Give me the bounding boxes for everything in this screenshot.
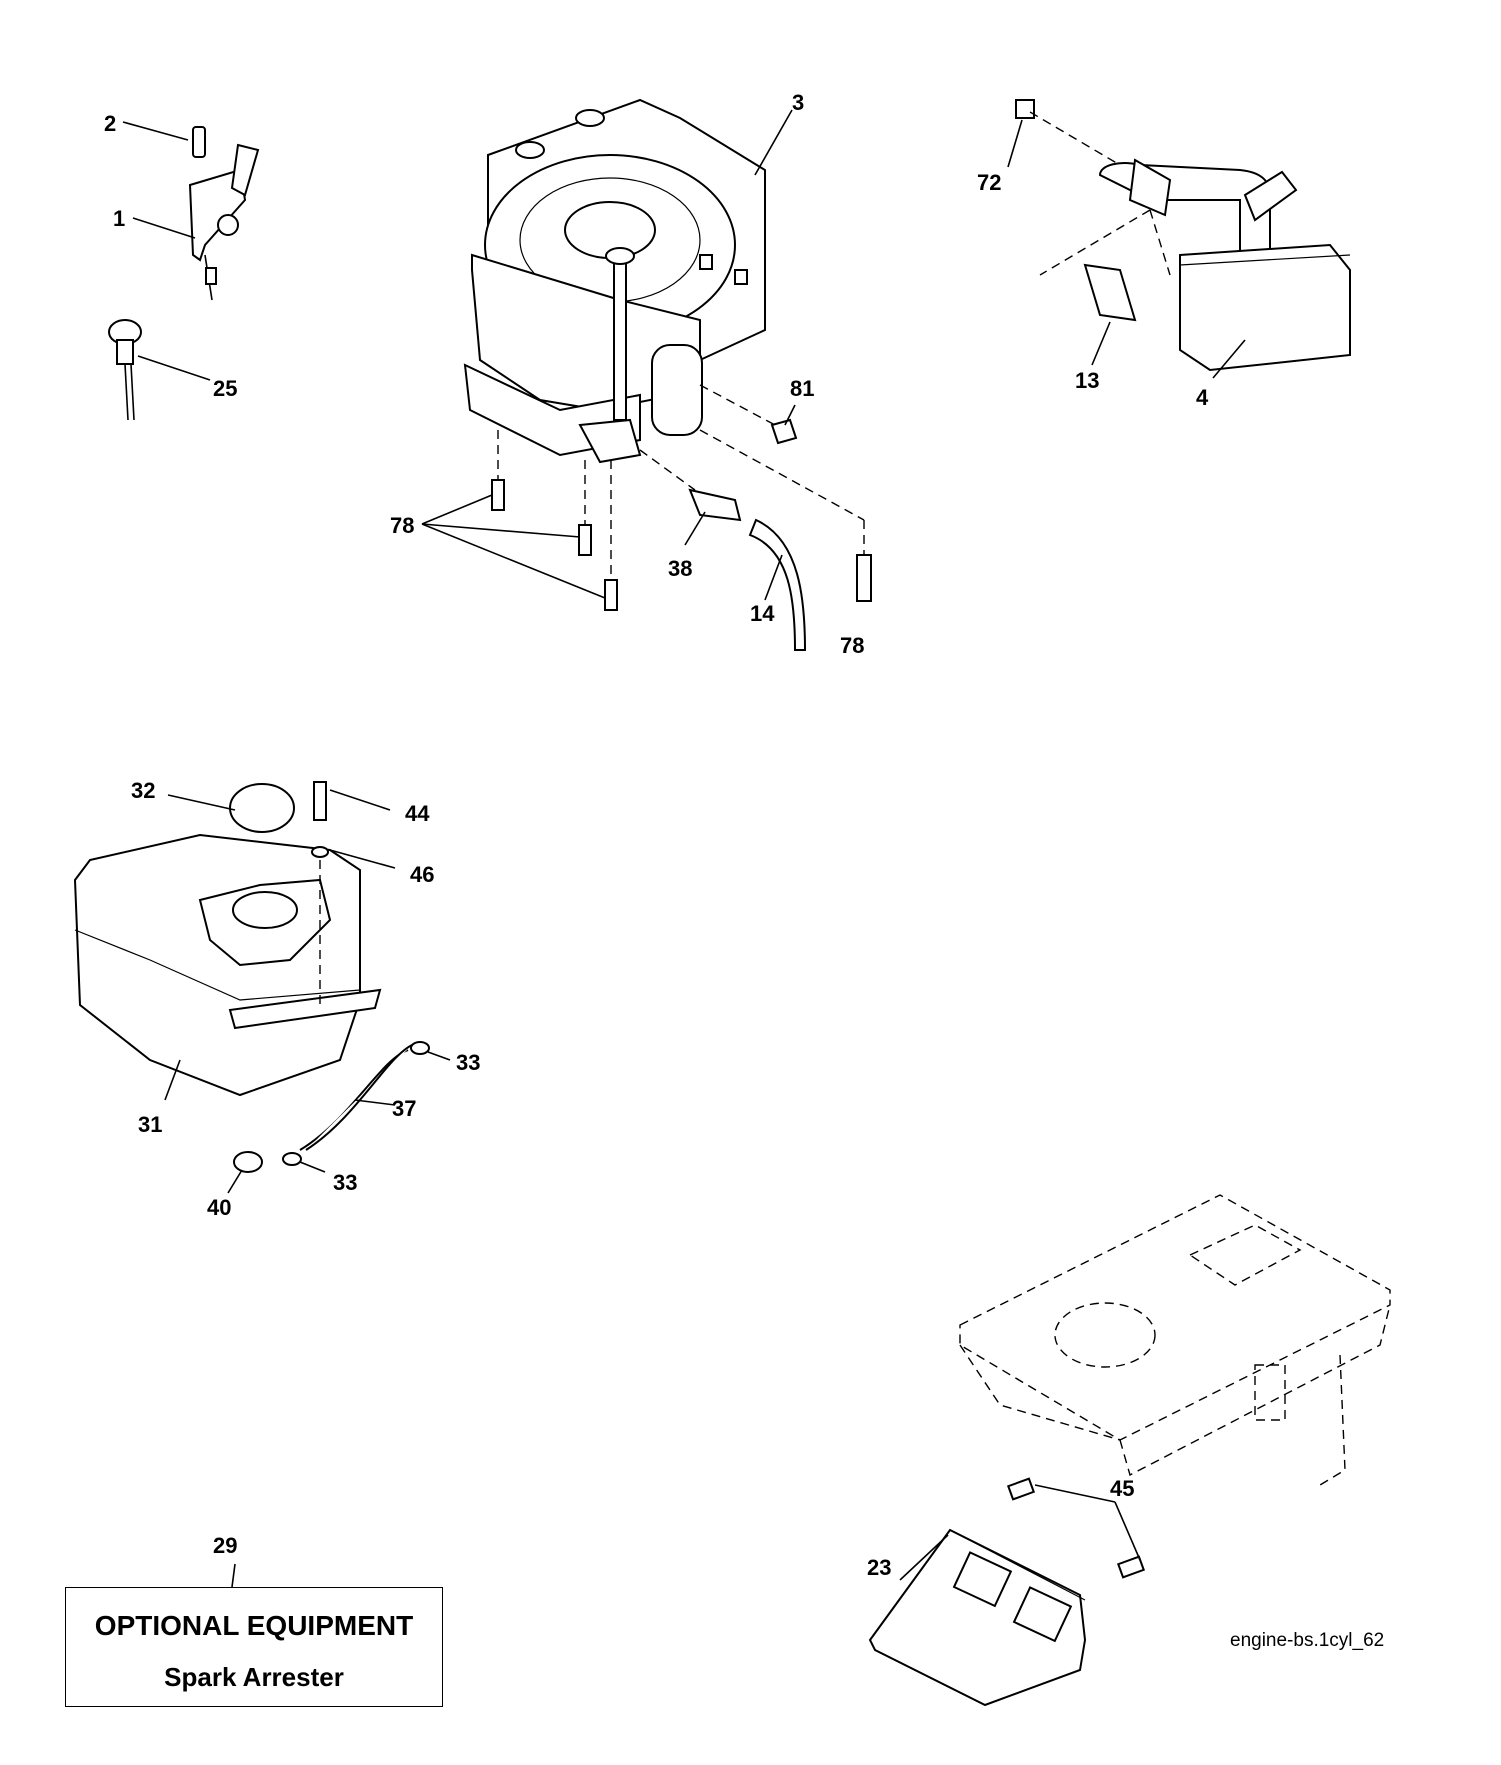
- callout-78a: 78: [390, 513, 415, 538]
- optional-equipment-subtitle: Spark Arrester: [164, 1662, 344, 1692]
- choke-knob-icon: [108, 319, 142, 421]
- engine-icon: [463, 98, 766, 464]
- callout-44: 44: [405, 801, 430, 826]
- callout-33b: 33: [333, 1170, 358, 1195]
- callout-4: 4: [1196, 385, 1209, 410]
- callout-23: 23: [867, 1555, 892, 1580]
- callout-40: 40: [207, 1195, 232, 1220]
- callout-1: 1: [113, 206, 126, 231]
- fuel-tank-icon: [73, 781, 430, 1173]
- optional-equipment-title: OPTIONAL EQUIPMENT: [94, 1610, 414, 1641]
- bolt-icon: [491, 479, 872, 611]
- callout-13: 13: [1075, 368, 1100, 393]
- callout-37: 37: [392, 1096, 417, 1121]
- throttle-control-icon: [188, 126, 260, 301]
- callout-72: 72: [977, 170, 1002, 195]
- callout-46: 46: [410, 862, 435, 887]
- callout-31: 31: [138, 1112, 163, 1137]
- callout-38: 38: [668, 556, 693, 581]
- callout-29: 29: [213, 1533, 238, 1558]
- callout-3: 3: [792, 90, 805, 115]
- muffler-icon: [1015, 99, 1351, 372]
- callout-78b: 78: [840, 633, 865, 658]
- callout-33a: 33: [456, 1050, 481, 1075]
- callout-2: 2: [104, 111, 117, 136]
- callout-81: 81: [790, 376, 815, 401]
- fuel-filter-icon: [688, 418, 807, 651]
- optional-equipment-box: OPTIONAL EQUIPMENT Spark Arrester: [65, 1587, 443, 1707]
- heat-shield-icon: [868, 1477, 1146, 1707]
- callout-14: 14: [750, 601, 775, 626]
- callout-45: 45: [1110, 1476, 1135, 1501]
- drawing-reference: engine-bs.1cyl_62: [1230, 1630, 1385, 1651]
- engine-mount-plate-icon: [959, 1194, 1391, 1486]
- callout-25: 25: [213, 376, 238, 401]
- callout-32: 32: [131, 778, 156, 803]
